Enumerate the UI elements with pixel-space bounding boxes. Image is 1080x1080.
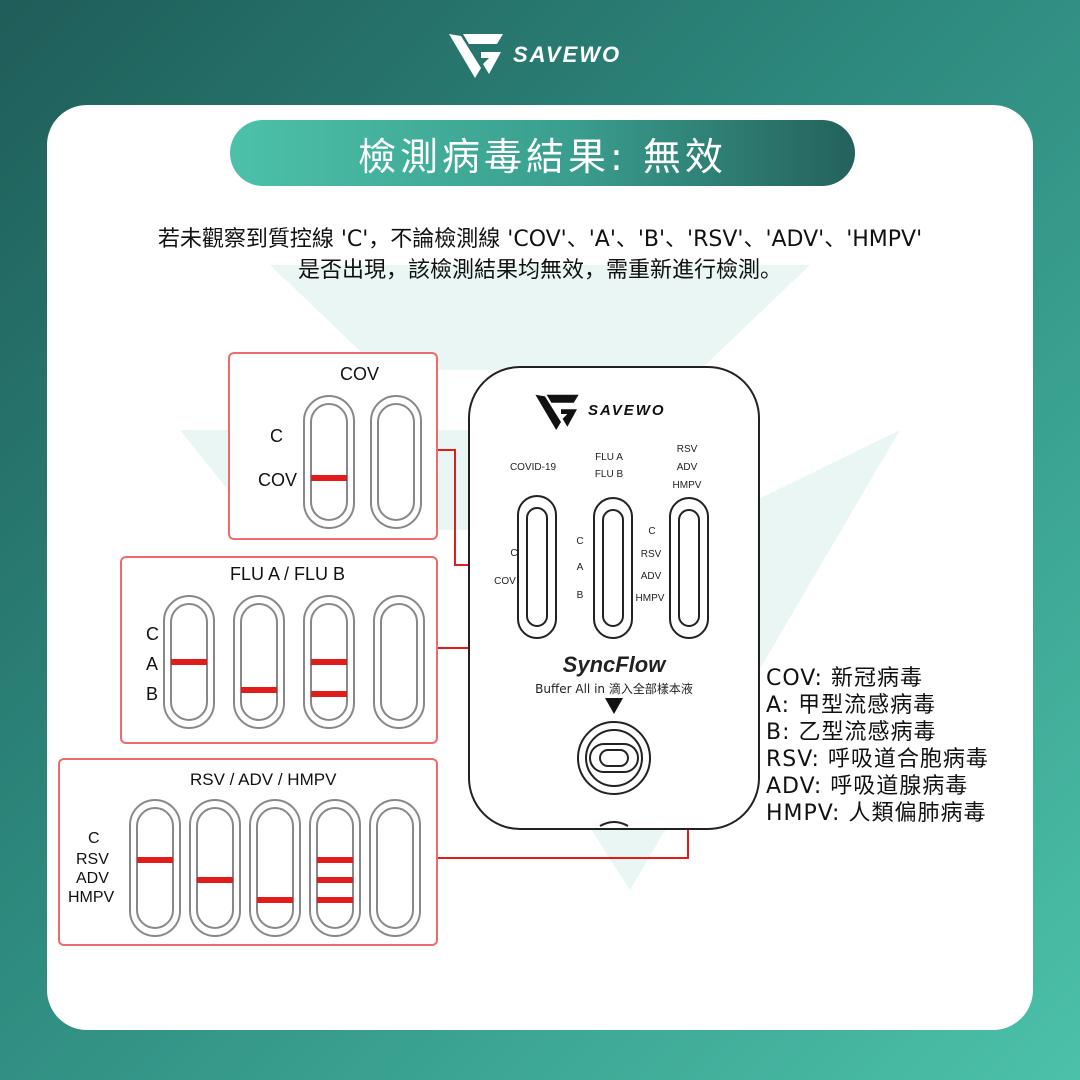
device-col3-header-2: ADV [676,462,698,473]
device-col3-header-1: RSV [676,444,698,455]
cov-strip-2 [370,395,422,529]
buffer-instruction: Buffer All in 滴入全部樣本液 [535,682,693,696]
flu-label-c: C [146,624,159,644]
device-col2-label-c: C [576,536,584,547]
rsv-strip-1 [129,799,181,937]
legend-item-rsv: RSV: 呼吸道合胞病毒 [766,747,989,772]
device-col2-label-a: A [576,562,584,573]
device-col3-label-c: C [648,526,656,537]
device-window-rsv [669,497,709,639]
device-col3-label-adv: ADV [640,571,662,582]
rsv-label-hmpv: HMPV [68,889,115,906]
device-col3-label-rsv: RSV [640,549,662,560]
cov-strips [303,395,422,529]
device-col2-label-b: B [576,590,584,601]
savewo-logo-icon [449,34,503,78]
cov-panel-title: COV [340,364,380,384]
flu-strip-4 [373,595,425,729]
flu-strips [163,595,425,729]
rsv-strip-5 [369,799,421,937]
device-col3-label-hmpv: HMPV [635,593,665,604]
cov-label-c: C [270,426,283,446]
rsv-panel-title: RSV / ADV / HMPV [190,770,337,789]
product-name: SyncFlow [562,652,666,677]
rsv-strip-4 [309,799,361,937]
top-logo: SAVEWO [445,28,645,83]
flu-label-b: B [146,684,159,704]
device-col1-header: COVID-19 [509,462,557,473]
device-col1-label-c: C [510,548,518,559]
device-logo-icon [535,394,579,430]
rsv-label-c: C [88,830,100,847]
legend: COV: 新冠病毒 A: 甲型流感病毒 B: 乙型流感病毒 RSV: 呼吸道合胞… [766,660,1066,826]
flu-panel-title: FLU A / FLU B [230,564,346,584]
sample-well [577,721,651,795]
device-col3-header-3: HMPV [672,480,702,491]
rsv-label-adv: ADV [76,870,109,887]
device-window-covid [517,495,557,639]
rsv-strip-2 [189,799,241,937]
description-line-2: 是否出現，該檢測結果均無效，需重新進行檢測。 [297,258,782,283]
flu-label-a: A [146,654,159,674]
title-pill: 檢測病毒結果: 無效 [230,120,855,186]
legend-item-cov: COV: 新冠病毒 [766,666,923,691]
top-brand-name: SAVEWO [513,42,622,67]
description-line-1: 若未觀察到質控線 'C'，不論檢測線 'COV'、'A'、'B'、'RSV'、'… [157,227,923,252]
device-window-flu [593,497,633,639]
device-windows [517,495,709,827]
rsv-strip-3 [249,799,301,937]
cov-panel: COV C COV [228,352,438,540]
legend-item-adv: ADV: 呼吸道腺病毒 [766,774,969,799]
device-arrow-icon [605,698,623,714]
flu-strip-3 [303,595,355,729]
page-title: 檢測病毒結果: 無效 [358,134,727,179]
rsv-label-rsv: RSV [76,851,109,868]
device-col1-label-cov: COV [494,576,516,587]
flu-panel: FLU A / FLU B C A B [120,556,438,744]
cov-label-cov: COV [258,470,298,490]
legend-item-hmpv: HMPV: 人類偏肺病毒 [766,801,987,826]
device-brand-name: SAVEWO [588,402,666,419]
cov-strip-1 [303,395,355,529]
legend-item-b: B: 乙型流感病毒 [766,720,937,745]
test-device: SAVEWO COVID-19 FLU A FLU B RSV ADV HMPV [468,366,760,830]
flu-strip-1 [163,595,215,729]
flu-strip-2 [233,595,285,729]
device-col2-header-1: FLU A [595,452,623,463]
legend-item-a: A: 甲型流感病毒 [766,693,937,718]
rsv-panel: RSV / ADV / HMPV C RSV ADV HMPV [58,758,438,946]
device-col2-header-2: FLU B [594,469,624,480]
rsv-strips [129,799,421,937]
